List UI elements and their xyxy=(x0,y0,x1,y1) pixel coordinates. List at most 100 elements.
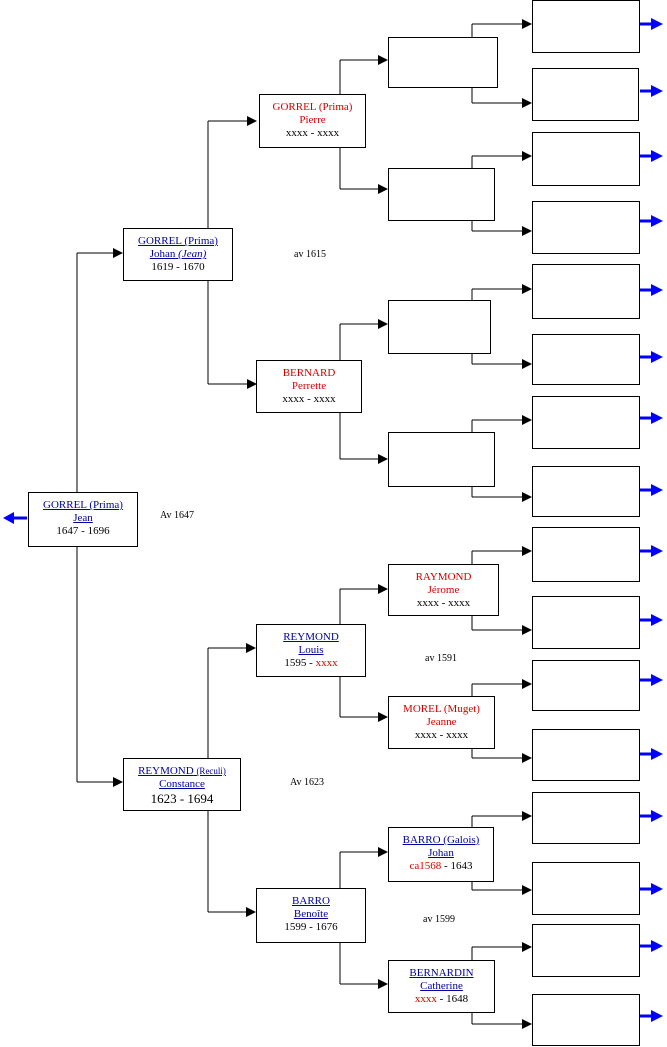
connector-arrowhead xyxy=(246,643,256,653)
person-surname[interactable]: BARRO xyxy=(292,895,330,907)
person-box-empty xyxy=(532,596,640,649)
arrow-right-icon[interactable] xyxy=(651,484,663,496)
person-box-maternal-grandmother[interactable]: BARRO Benoîte 1599 - 1676 xyxy=(256,888,366,943)
person-box-empty xyxy=(532,792,640,844)
person-surname[interactable]: GORREL (Prima) xyxy=(43,499,123,511)
connector-arrowhead xyxy=(522,679,532,689)
person-given-name[interactable]: Catherine xyxy=(420,980,463,992)
person-box-mgf-father: RAYMOND Jérome xxxx - xxxx xyxy=(388,564,499,616)
arrow-right-icon[interactable] xyxy=(651,748,663,760)
person-surname: GORREL (Prima) xyxy=(272,101,353,113)
connector-arrowhead xyxy=(113,248,123,258)
person-box-root[interactable]: GORREL (Prima) Jean 1647 - 1696 xyxy=(28,492,138,547)
arrow-right-icon[interactable] xyxy=(651,810,663,822)
person-surname: RAYMOND xyxy=(415,571,472,583)
arrow-right-icon[interactable] xyxy=(651,351,663,363)
person-dates: xxxx - xxxx xyxy=(285,127,340,139)
connector-arrowhead xyxy=(522,942,532,952)
person-box-empty xyxy=(388,168,495,221)
person-box-mgm-father[interactable]: BARRO (Galois) Johan ca1568 - 1643 xyxy=(388,827,494,882)
person-given-name[interactable]: Louis xyxy=(298,644,324,656)
person-box-empty xyxy=(532,466,640,517)
person-dates: xxxx - xxxx xyxy=(414,729,469,741)
arrow-left-icon[interactable] xyxy=(3,510,27,526)
person-surname[interactable]: BARRO (Galois) xyxy=(402,834,480,846)
marriage-label: av 1599 xyxy=(423,914,455,925)
arrow-right-icon[interactable] xyxy=(651,215,663,227)
person-box-mother[interactable]: REYMOND (Reculi) Constance 1623 - 1694 xyxy=(123,758,241,811)
person-dates: 1647 - 1696 xyxy=(56,525,110,537)
arrow-right-icon[interactable] xyxy=(651,674,663,686)
marriage-label: av 1591 xyxy=(425,653,457,664)
person-box-empty xyxy=(532,660,640,711)
person-dates: ca1568 - 1643 xyxy=(409,860,473,872)
connector-arrowhead xyxy=(378,847,388,857)
person-given-name[interactable]: Constance xyxy=(159,778,205,790)
person-box-empty xyxy=(388,37,498,88)
connector-arrowhead xyxy=(522,625,532,635)
person-surname[interactable]: REYMOND (Reculi) xyxy=(138,765,226,777)
person-given-name: Perrette xyxy=(291,380,327,392)
connector-arrowhead xyxy=(378,184,388,194)
arrow-right-icon[interactable] xyxy=(651,883,663,895)
person-surname[interactable]: BERNARDIN xyxy=(409,967,474,979)
connector-arrowhead xyxy=(522,546,532,556)
connector-arrowhead xyxy=(522,1019,532,1029)
person-surname[interactable]: REYMOND xyxy=(283,631,339,643)
connector-arrowhead xyxy=(522,98,532,108)
person-surname[interactable]: GORREL (Prima) xyxy=(138,235,218,247)
person-box-paternal-grandmother: BERNARD Perrette xxxx - xxxx xyxy=(256,360,362,413)
person-box-maternal-grandfather[interactable]: REYMOND Louis 1595 - xxxx xyxy=(256,624,366,677)
connector-arrowhead xyxy=(378,55,388,65)
person-box-empty xyxy=(532,264,640,319)
person-box-mgm-mother[interactable]: BERNARDIN Catherine xxxx - 1648 xyxy=(388,960,495,1013)
connector-arrowhead xyxy=(378,454,388,464)
person-box-empty xyxy=(532,924,640,977)
person-dates: xxxx - 1648 xyxy=(414,993,469,1005)
connector-arrowhead xyxy=(522,492,532,502)
person-surname: BERNARD xyxy=(282,367,336,379)
arrow-right-icon[interactable] xyxy=(651,940,663,952)
person-box-empty xyxy=(532,201,640,254)
connector-arrowhead xyxy=(522,151,532,161)
person-given-name[interactable]: Johan xyxy=(428,847,454,859)
connector-arrowhead xyxy=(247,116,257,126)
person-dates: 1623 - 1694 xyxy=(150,791,214,806)
person-box-empty xyxy=(532,132,640,186)
person-dates: 1619 - 1670 xyxy=(151,261,205,273)
person-box-father[interactable]: GORREL (Prima) Johan (Jean) 1619 - 1670 xyxy=(123,228,233,281)
arrow-right-icon[interactable] xyxy=(651,545,663,557)
connector-arrowhead xyxy=(522,811,532,821)
arrow-right-icon[interactable] xyxy=(651,150,663,162)
arrow-right-icon[interactable] xyxy=(651,18,663,30)
connector-arrowhead xyxy=(522,753,532,763)
arrow-right-icon[interactable] xyxy=(651,1010,663,1022)
person-given-name: Jeanne xyxy=(426,716,457,728)
person-box-paternal-grandfather: GORREL (Prima) Pierre xxxx - xxxx xyxy=(259,94,366,148)
person-given-name[interactable]: Jean xyxy=(73,512,93,524)
person-box-empty xyxy=(532,396,640,449)
arrow-right-icon[interactable] xyxy=(651,412,663,424)
connector-arrowhead xyxy=(522,19,532,29)
connector-arrowhead xyxy=(247,379,257,389)
person-box-empty xyxy=(388,432,495,487)
person-given-name[interactable]: Benoîte xyxy=(293,908,329,920)
person-dates: xxxx - xxxx xyxy=(416,597,471,609)
connector-arrowhead xyxy=(522,415,532,425)
person-box-empty xyxy=(532,527,640,582)
connector-arrowhead xyxy=(378,319,388,329)
connector-arrowhead xyxy=(113,777,123,787)
person-given-name: Jérome xyxy=(427,584,460,596)
marriage-label: av 1615 xyxy=(294,249,326,260)
connector-arrowhead xyxy=(522,226,532,236)
arrow-right-icon[interactable] xyxy=(651,614,663,626)
connector-arrowhead xyxy=(378,712,388,722)
person-given-name[interactable]: Johan (Jean) xyxy=(149,248,207,260)
connector-arrowhead xyxy=(378,584,388,594)
person-dates: 1599 - 1676 xyxy=(284,921,338,933)
arrow-right-icon[interactable] xyxy=(651,284,663,296)
person-box-empty xyxy=(388,300,491,354)
arrow-right-icon[interactable] xyxy=(651,85,663,97)
marriage-label: Av 1623 xyxy=(290,777,324,788)
